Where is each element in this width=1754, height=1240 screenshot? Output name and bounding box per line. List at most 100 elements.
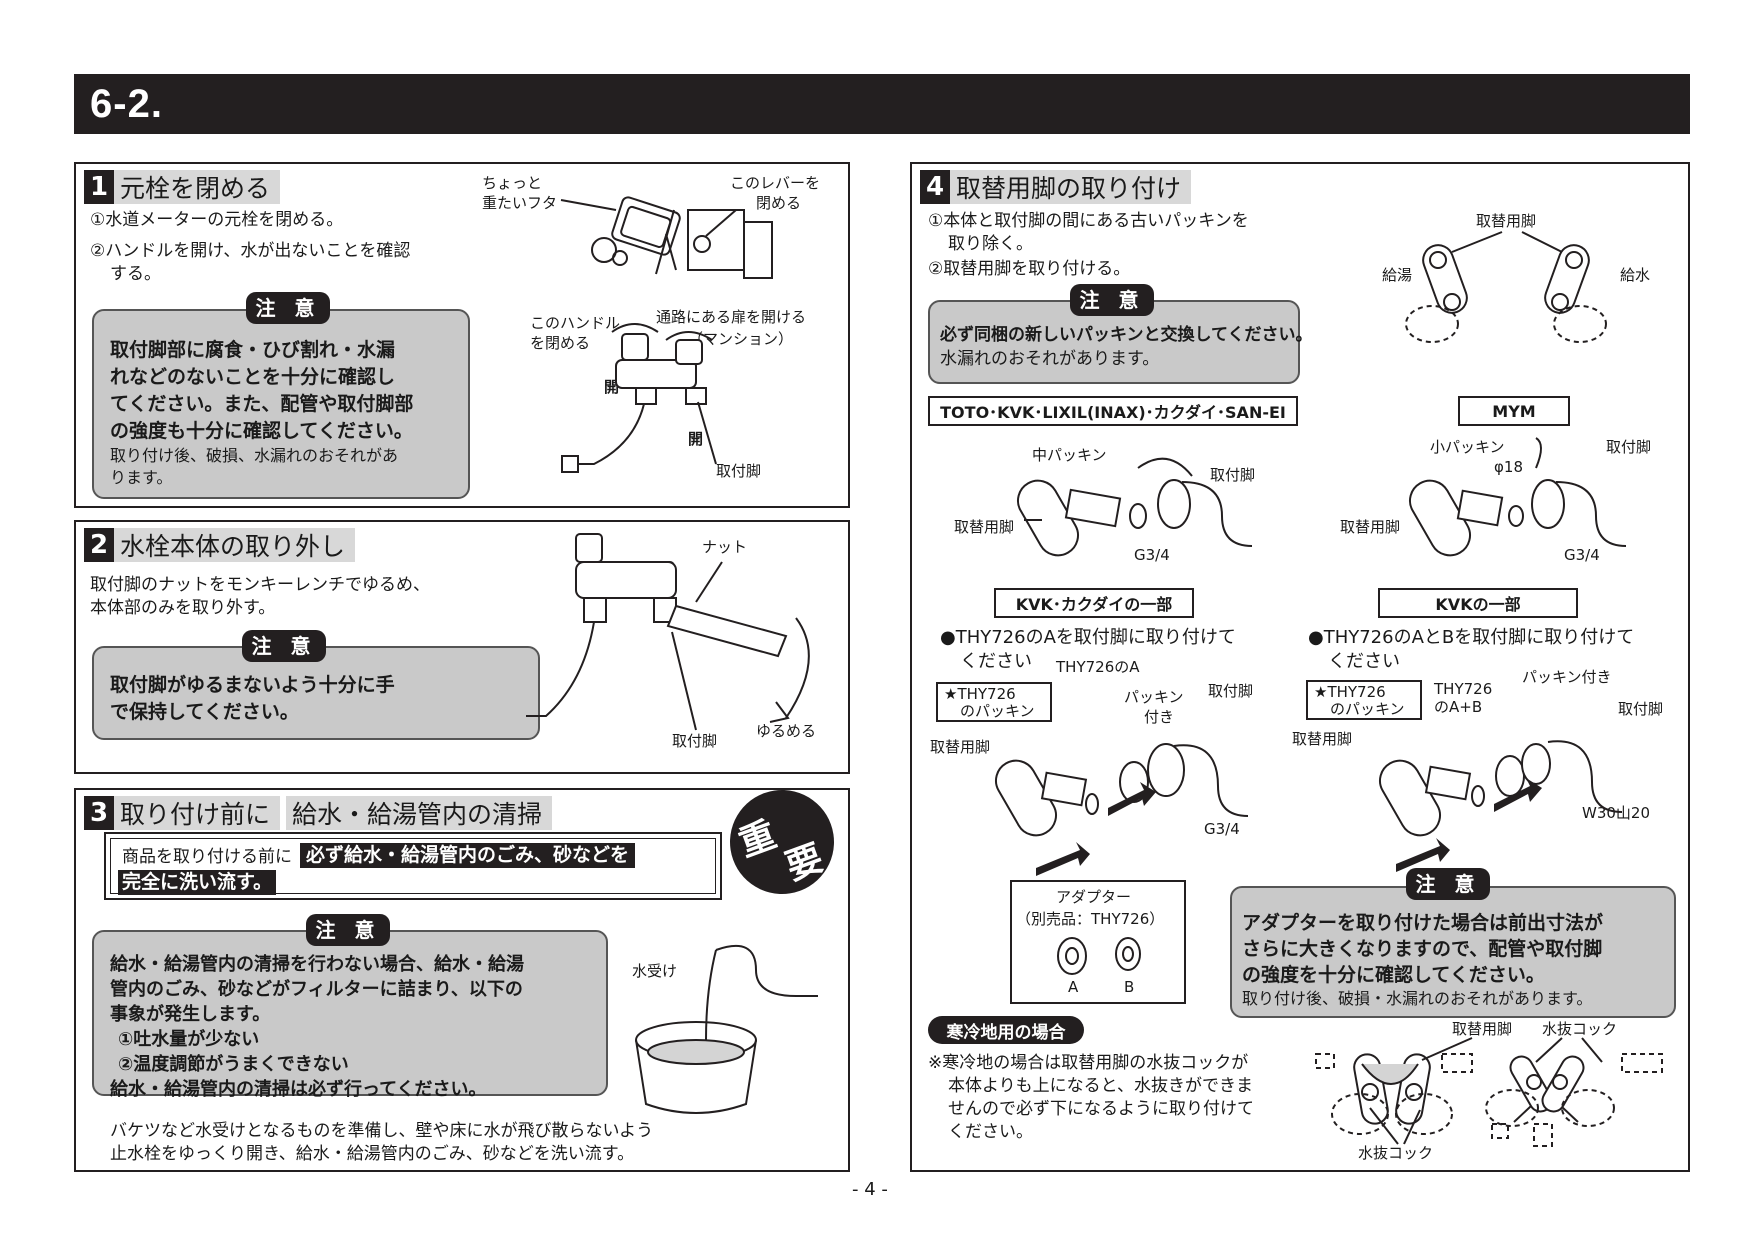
packing-replacement-illustration (1017, 437, 1627, 557)
body-text: 本体部のみを取り外す。 (90, 598, 276, 618)
page-number: - 4 - (852, 1179, 888, 1200)
label: 通路にある扉を開ける (656, 308, 807, 326)
cold-region-text: ※寒冷地の場合は取替用脚の水抜コックが 本体よりも上になると、水抜きができま せ… (928, 1052, 1254, 1144)
label: 水受け (632, 962, 678, 980)
label: 取替用脚 (1452, 1020, 1513, 1038)
caution-line: 事象が発生します。 (110, 1004, 271, 1025)
cold-region-illustration (1315, 1037, 1663, 1147)
label: 取付脚 (1208, 682, 1254, 700)
caution-line: 管内のごみ、砂などがフィルターに詰まり、以下の (110, 979, 523, 1000)
caution-line: てください。また、配管や取付脚部 (110, 393, 414, 415)
label: 水抜コック (1358, 1144, 1434, 1162)
step-text: する。 (110, 264, 161, 284)
adapter-box: アダプター （別売品：THY726） A B (1010, 880, 1186, 1004)
page-header-bar: 6-2. (74, 74, 1690, 134)
caution-line: ②温度調節がうまくできない (118, 1054, 349, 1075)
bullet-text: ください (1328, 651, 1400, 672)
cold-line: 本体よりも上になると、水抜きができま (948, 1076, 1253, 1096)
section-3: 3 取り付け前に 給水・給湯管内の清掃 商品を取り付ける前に 必ず給水・給湯管内… (74, 775, 850, 1172)
label: 取付脚 (1618, 700, 1664, 718)
caution-line: 給水・給湯管内の清掃は必ず行ってください。 (110, 1079, 487, 1100)
label: G3/4 (1564, 546, 1600, 564)
cold-line: ください。 (948, 1122, 1033, 1142)
label: 取替用脚 (954, 518, 1015, 536)
section-number: 1 (84, 170, 114, 204)
label: を閉める (530, 334, 591, 352)
adapter-b-label: B (1124, 978, 1135, 996)
caution-label: 注 意 (306, 914, 390, 946)
label: THY726 (1434, 680, 1493, 698)
label: 取替用脚 (1340, 518, 1401, 536)
important-box: 商品を取り付ける前に 必ず給水・給湯管内のごみ、砂などを 完全に洗い流す。 (104, 832, 722, 900)
body-text: 取付脚のナットをモンキーレンチでゆるめ、 (90, 575, 430, 595)
caution-line: ①吐水量が少ない (118, 1029, 260, 1050)
bullet-text: ください (960, 651, 1032, 672)
step-text: 取り除く。 (948, 234, 1033, 254)
caution-line: 取り付け後、破損・水漏れのおそれがあります。 (1242, 989, 1593, 1008)
adapter-parts-icon (1057, 937, 1141, 975)
label: 取替用脚 (930, 738, 991, 756)
cold-region-pill: 寒冷地用の場合 (928, 1016, 1084, 1044)
page-title: 6-2. (90, 82, 163, 126)
section-1: 1 元栓を閉める ①水道メーターの元栓を閉める。 ②ハンドルを開け、水が出ないこ… (74, 162, 850, 508)
step-text: ①本体と取付脚の間にある古いパッキンを (928, 211, 1249, 231)
label: G3/4 (1134, 546, 1170, 564)
label: 取替用脚 (1476, 212, 1537, 230)
cold-line: ※寒冷地の場合は取替用脚の水抜コックが (928, 1053, 1249, 1073)
label: （マンション） (688, 330, 794, 348)
label: ゆるめる (756, 722, 817, 740)
tag-text: ★THY726 (944, 685, 1016, 703)
bullet-text: ●THY726のAとBを取付脚に取り付けて (1308, 627, 1635, 648)
important-text: 必ず給水・給湯管内のごみ、砂などを (300, 843, 636, 868)
section-4-heading: 4 取替用脚の取り付け (920, 170, 1192, 204)
adapter-installation-illustration (995, 740, 1623, 876)
caution-line: 取付脚部に腐食・ひび割れ・水漏 (110, 339, 396, 361)
adapter-title: （別売品：THY726） (1016, 910, 1165, 928)
section-3-heading: 3 取り付け前に 給水・給湯管内の清掃 (84, 796, 553, 830)
caution-label: 注 意 (1406, 868, 1490, 900)
section-2-heading: 2 水栓本体の取り外し (84, 528, 356, 562)
section-subtitle: 給水・給湯管内の清掃 (286, 796, 553, 830)
section-title: 取り付け前に (114, 796, 281, 830)
brand-label-box: KVK･カクダイの一部 (994, 588, 1194, 618)
caution-label: 注 意 (246, 292, 330, 324)
section-title: 取替用脚の取り付け (950, 170, 1192, 204)
brand-label-box: KVKの一部 (1378, 588, 1578, 618)
section-title: 水栓本体の取り外し (114, 528, 356, 562)
brand-label-box: TOTO･KVK･LIXIL(INAX)･カクダイ･SAN-EI (928, 396, 1298, 426)
caution-line: れなどのないことを十分に確認し (110, 366, 396, 388)
label: 取替用脚 (1292, 730, 1353, 748)
label: このレバーを (730, 174, 821, 192)
section-number: 3 (84, 796, 114, 830)
caution-line: で保持してください。 (110, 701, 299, 723)
caution-line: 取付脚がゆるまないよう十分に手 (110, 674, 395, 696)
label: φ18 (1494, 458, 1523, 476)
label: 給水 (1620, 266, 1651, 284)
packing-tag: ★THY726 のパッキン (936, 682, 1052, 722)
label: G3/4 (1204, 820, 1240, 838)
caution-line: 必ず同梱の新しいパッキンと交換してください。 (940, 325, 1313, 345)
body-text: バケツなど水受けとなるものを準備し、壁や床に水が飛び散らないよう (110, 1121, 654, 1141)
step-text: ①水道メーターの元栓を閉める。 (90, 210, 344, 230)
label: ナット (702, 538, 748, 556)
section-number: 4 (920, 170, 950, 204)
important-text: 商品を取り付ける前に (122, 847, 292, 867)
caution-body: 給水・給湯管内の清掃を行わない場合、給水・給湯 管内のごみ、砂などがフィルターに… (110, 952, 524, 1102)
label: 閉める (756, 194, 802, 212)
label: ちょっと (482, 174, 543, 192)
packing-tag: ★THY726 のパッキン (1306, 680, 1422, 720)
caution-line: ります。 (110, 468, 173, 487)
caution-body: 取付脚部に腐食・ひび割れ・水漏 れなどのないことを十分に確認し てください。また… (110, 337, 413, 489)
label: 重たいフタ (482, 194, 558, 212)
section-2: 2 水栓本体の取り外し 取付脚のナットをモンキーレンチでゆるめ、 本体部のみを取… (74, 520, 850, 774)
label: 小パッキン (1430, 438, 1505, 456)
caution-body: 取付脚がゆるまないよう十分に手 で保持してください。 (110, 672, 395, 726)
bullet-text: ●THY726のAを取付脚に取り付けて (940, 627, 1236, 648)
body-text: 止水栓をゆっくり開き、給水・給湯管内のごみ、砂などを洗い流す。 (110, 1144, 635, 1164)
label: W30山20 (1582, 804, 1651, 822)
cold-line: せんので必ず下になるように取り付けて (948, 1099, 1254, 1119)
caution-line: の強度も十分に確認してください。 (110, 420, 413, 442)
label: パッキン (1124, 688, 1184, 706)
label: 中パッキン (1032, 446, 1107, 464)
important-text: 完全に洗い流す。 (118, 870, 277, 895)
